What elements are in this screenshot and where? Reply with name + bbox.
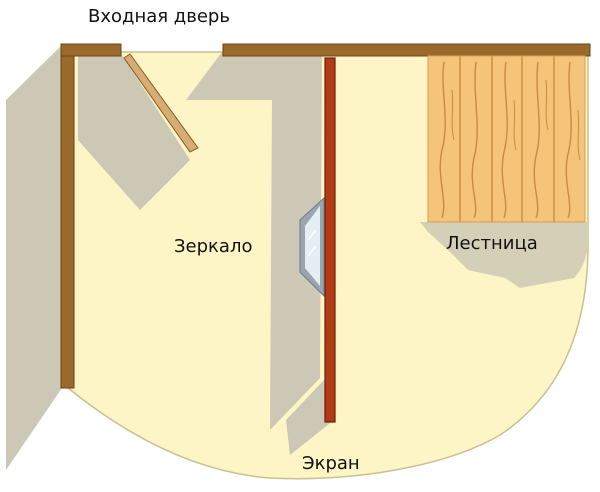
entrance-door-label: Входная дверь xyxy=(88,6,230,27)
mirror-icon xyxy=(299,196,325,298)
stairs-base-shadow xyxy=(420,222,588,288)
top-wall-left xyxy=(60,43,122,57)
mirror-glass xyxy=(305,206,320,286)
left-wall xyxy=(60,43,75,389)
top-wall-right xyxy=(222,43,591,57)
mirror-label: Зеркало xyxy=(174,236,253,257)
screen-label: Экран xyxy=(302,453,360,474)
stairs-icon xyxy=(420,55,588,288)
stairs-label: Лестница xyxy=(446,233,538,254)
screen-panel-icon xyxy=(324,57,336,423)
door-shadow xyxy=(186,52,322,430)
door-leaf-icon xyxy=(123,53,199,153)
corner-shadow xyxy=(78,52,190,210)
left-wall-shadow xyxy=(6,45,62,470)
